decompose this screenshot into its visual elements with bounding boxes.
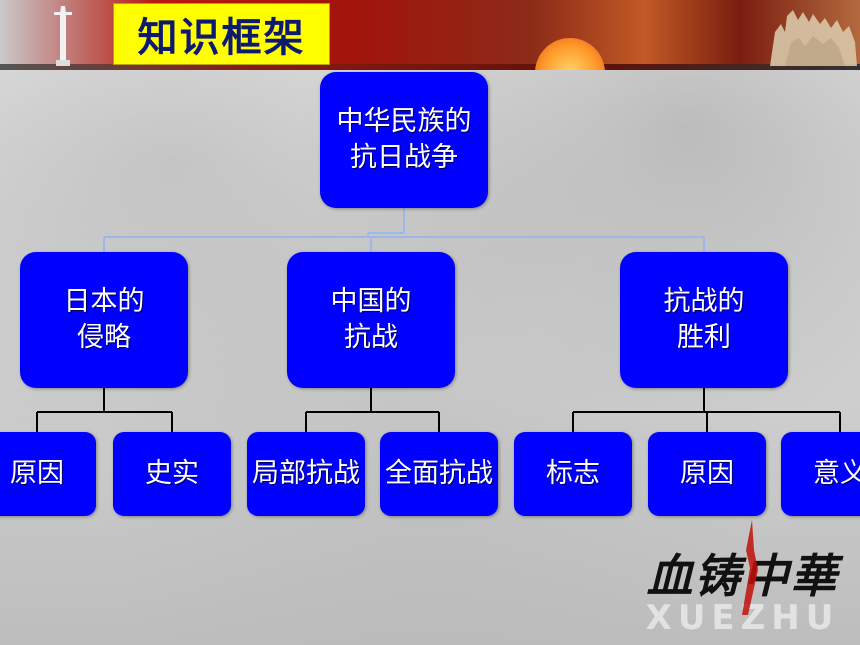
branch-node-2-text: 中国的抗战 [331, 284, 412, 356]
leaf-label: 局部抗战 [252, 458, 360, 489]
leaf-node-3-2: 原因 [648, 432, 766, 516]
branch-node-2-label: 中国的 [330, 286, 412, 317]
logo-accent-icon [742, 520, 758, 615]
leaf-node-1-2: 史实 [113, 432, 231, 516]
leaf-label: 标志 [546, 458, 600, 489]
leaf-node-1-1: 原因 [0, 432, 96, 516]
root-node: 中华民族的抗日战争 [320, 72, 488, 208]
banner-stripe [0, 64, 860, 70]
branch-node-1: 日本的侵略 [20, 252, 188, 388]
root-node-label: 抗日战争 [350, 142, 458, 173]
page-title: 知识框架 [137, 15, 306, 61]
leaf-label: 原因 [10, 458, 64, 489]
leaf-label: 史实 [145, 458, 199, 489]
leaf-node-3-3: 意义 [781, 432, 860, 516]
branch-node-1-label: 侵略 [77, 322, 131, 353]
branch-node-1-text: 日本的侵略 [64, 284, 145, 356]
leaf-label: 意义 [813, 458, 860, 489]
branch-node-3: 抗战的胜利 [620, 252, 788, 388]
leaf-node-3-1: 标志 [514, 432, 632, 516]
logo-watermark: XUEZHU [645, 598, 840, 638]
header-banner: 知识框架 [0, 0, 860, 70]
leaf-node-2-1: 局部抗战 [247, 432, 365, 516]
branch-node-1-label: 日本的 [63, 286, 145, 317]
monument-icon [54, 6, 72, 66]
branch-node-2: 中国的抗战 [287, 252, 455, 388]
branch-node-3-label: 胜利 [677, 322, 731, 353]
title-box: 知识框架 [113, 3, 330, 65]
logo-text: 血铸中華 [646, 549, 839, 603]
leaf-label: 全面抗战 [385, 458, 493, 489]
root-node-text: 中华民族的抗日战争 [337, 104, 472, 176]
leaf-label: 原因 [680, 458, 734, 489]
root-node-label: 中华民族的 [336, 106, 472, 137]
rising-sun-icon [535, 38, 605, 70]
leaf-node-2-2: 全面抗战 [380, 432, 498, 516]
branch-node-2-label: 抗战 [344, 322, 398, 353]
branch-node-3-label: 抗战的 [663, 286, 745, 317]
logo: XUEZHU 血铸中華 [640, 520, 845, 638]
statue-group-icon [770, 10, 857, 66]
branch-node-3-text: 抗战的胜利 [664, 284, 745, 356]
